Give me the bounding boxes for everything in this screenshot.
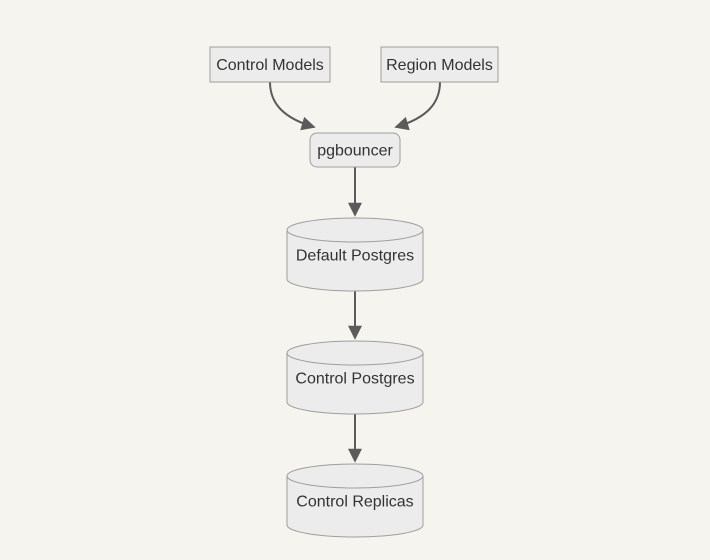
node-control-models-shape bbox=[209, 46, 331, 83]
node-control-postgres-label: Control Postgres bbox=[295, 371, 414, 388]
node-control-postgres-shape bbox=[286, 340, 424, 415]
node-pgbouncer: pgbouncer bbox=[309, 132, 401, 168]
node-default-postgres-shape bbox=[286, 217, 424, 292]
edge-region-models-to-pgbouncer bbox=[394, 81, 441, 131]
edges bbox=[269, 81, 441, 463]
node-control-replicas: Control Replicas bbox=[286, 463, 424, 538]
node-pgbouncer-shape bbox=[309, 132, 401, 168]
node-control-models-label: Control Models bbox=[216, 57, 324, 74]
node-control-postgres-lid bbox=[286, 352, 424, 366]
node-region-models: Region Models bbox=[380, 46, 499, 83]
node-control-replicas-lid bbox=[286, 475, 424, 489]
node-region-models-shape bbox=[380, 46, 499, 83]
node-region-models-label: Region Models bbox=[386, 57, 493, 74]
node-control-postgres: Control Postgres bbox=[286, 340, 424, 415]
node-control-replicas-shape bbox=[286, 463, 424, 538]
node-default-postgres: Default Postgres bbox=[286, 217, 424, 292]
node-default-postgres-lid bbox=[286, 229, 424, 243]
node-pgbouncer-label: pgbouncer bbox=[317, 143, 393, 160]
node-control-replicas-label: Control Replicas bbox=[296, 494, 413, 511]
node-control-models: Control Models bbox=[209, 46, 331, 83]
node-default-postgres-label: Default Postgres bbox=[296, 248, 414, 265]
edge-control-models-to-pgbouncer bbox=[269, 81, 316, 131]
